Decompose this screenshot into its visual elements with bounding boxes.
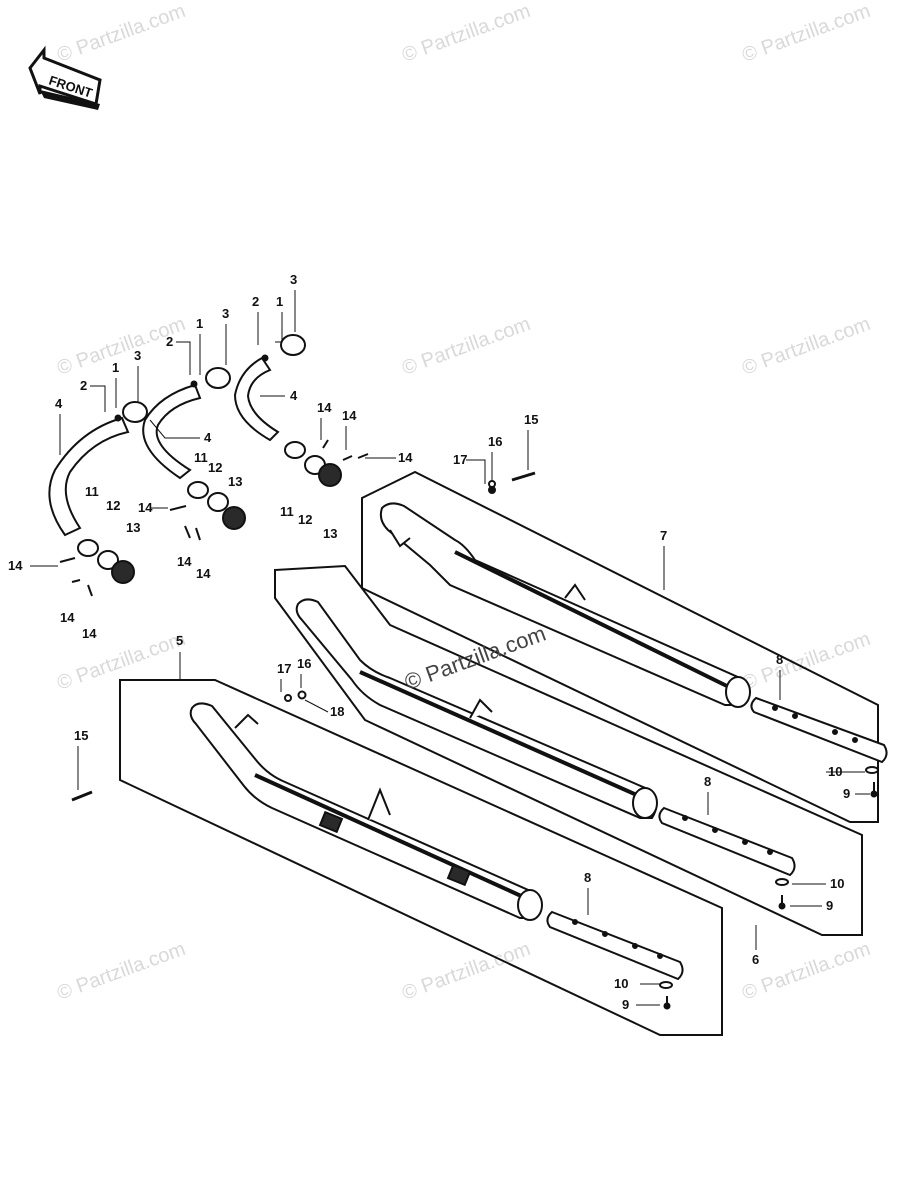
callout-number: 3 xyxy=(134,348,141,363)
exhaust-pipe-left xyxy=(48,416,130,537)
muffler-assembly-7 xyxy=(361,470,888,823)
callout-number: 14 xyxy=(342,408,357,423)
callout-number: 11 xyxy=(85,484,99,499)
callout-number: 3 xyxy=(290,272,297,287)
group-outline-5 xyxy=(119,679,723,1036)
watermark: © Partzilla.com xyxy=(739,0,873,67)
callout-number: 14 xyxy=(82,626,97,641)
callout-number: 8 xyxy=(584,870,591,885)
watermark: © Partzilla.com xyxy=(401,621,549,695)
callout-number: 12 xyxy=(106,498,120,513)
callout-number: 10 xyxy=(614,976,628,991)
callout-number: 11 xyxy=(194,450,208,465)
callout-number: 1 xyxy=(112,360,119,375)
exhaust-pipe-middle xyxy=(142,383,202,480)
callout-number: 15 xyxy=(524,412,538,427)
watermark: © Partzilla.com xyxy=(739,313,873,380)
callout-number: 17 xyxy=(453,452,467,467)
callout-number: 14 xyxy=(196,566,211,581)
callout-number: 13 xyxy=(126,520,140,535)
muffler-assembly-6 xyxy=(274,564,863,936)
callout-number: 14 xyxy=(177,554,192,569)
callout-number: 8 xyxy=(776,652,783,667)
callout-labels: 3 2 1 3 1 2 3 1 2 4 4 4 14 14 14 11 12 1… xyxy=(8,272,850,1012)
callout-number: 9 xyxy=(843,786,850,801)
callout-number: 9 xyxy=(622,997,629,1012)
watermark: © Partzilla.com xyxy=(399,313,533,380)
callout-number: 15 xyxy=(74,728,88,743)
callout-number: 14 xyxy=(317,400,332,415)
callout-number: 18 xyxy=(330,704,344,719)
callout-number: 17 xyxy=(277,661,291,676)
watermark: © Partzilla.com xyxy=(399,938,533,1005)
callout-number: 14 xyxy=(8,558,23,573)
callout-number: 13 xyxy=(323,526,337,541)
muffler-assembly-5 xyxy=(71,679,723,1036)
callout-number: 4 xyxy=(55,396,63,411)
callout-number: 4 xyxy=(204,430,212,445)
callout-number: 5 xyxy=(176,633,183,648)
callout-number: 8 xyxy=(704,774,711,789)
group-outline-6 xyxy=(274,564,863,936)
watermark: © Partzilla.com xyxy=(739,628,873,695)
callout-number: 2 xyxy=(80,378,87,393)
exhaust-pipe-right xyxy=(233,356,280,442)
callout-number: 2 xyxy=(252,294,259,309)
callout-number: 12 xyxy=(208,460,222,475)
callout-number: 14 xyxy=(138,500,153,515)
callout-number: 2 xyxy=(166,334,173,349)
callout-number: 9 xyxy=(826,898,833,913)
callout-number: 1 xyxy=(196,316,203,331)
callout-number: 11 xyxy=(280,504,294,519)
callout-number: 16 xyxy=(297,656,311,671)
callout-number: 4 xyxy=(290,388,298,403)
callout-number: 14 xyxy=(398,450,413,465)
leader-lines xyxy=(30,290,870,1006)
exhaust-header-pipes xyxy=(48,334,369,597)
callout-number: 12 xyxy=(298,512,312,527)
callout-number: 1 xyxy=(276,294,283,309)
front-arrow-icon: FRONT xyxy=(28,45,102,110)
callout-number: 3 xyxy=(222,306,229,321)
watermark: © Partzilla.com xyxy=(54,0,188,67)
watermark: © Partzilla.com xyxy=(54,938,188,1005)
watermark: © Partzilla.com xyxy=(399,0,533,67)
callout-number: 10 xyxy=(830,876,844,891)
watermark: © Partzilla.com xyxy=(54,628,188,695)
callout-number: 6 xyxy=(752,952,759,967)
callout-number: 13 xyxy=(228,474,242,489)
callout-number: 14 xyxy=(60,610,75,625)
callout-number: 16 xyxy=(488,434,502,449)
callout-number: 7 xyxy=(660,528,667,543)
tail-pipe-8c xyxy=(546,910,684,981)
tail-pipe-8b xyxy=(658,806,796,877)
watermark: © Partzilla.com xyxy=(739,938,873,1005)
tail-pipe-8a xyxy=(750,696,888,764)
